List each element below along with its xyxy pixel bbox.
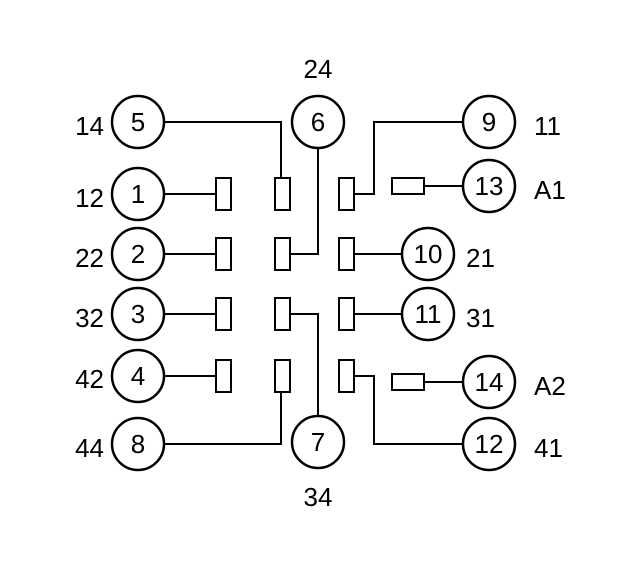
label-41: 41 [534,433,563,463]
terminal-number: 1 [131,179,145,209]
terminal-number: 8 [131,429,145,459]
terminal-1: 1 [110,166,166,222]
label-42: 42 [75,364,104,394]
terminal-9: 9 [461,94,517,150]
terminal-number: 3 [131,299,145,329]
terminal-12: 12 [461,416,517,472]
terminal-number: 9 [482,107,496,137]
terminal-3: 3 [110,286,166,342]
contact-c3-r3 [338,297,355,331]
contact-c1-r4 [215,359,232,393]
coil-a2 [391,373,425,391]
contact-c2-r4 [274,359,291,393]
terminal-11: 11 [400,286,456,342]
contact-c2-r3 [274,297,291,331]
label-44: 44 [75,433,104,463]
wire-8 [164,392,282,445]
terminal-number: 6 [311,107,325,137]
terminal-number: 12 [475,429,504,459]
terminal-7: 7 [290,414,346,470]
label-14: 14 [75,111,104,141]
label-24: 24 [304,54,333,84]
contact-c3-r2 [338,237,355,271]
wires [164,121,463,445]
terminal-number: 2 [131,239,145,269]
terminal-13: 13 [461,158,517,214]
coil-a1 [391,177,425,195]
contacts [215,177,425,393]
terminal-number: 11 [415,299,442,329]
label-34: 34 [304,482,333,512]
label-12: 12 [75,183,104,213]
contact-c2-r2 [274,237,291,271]
terminal-number: 4 [131,361,145,391]
contact-c1-r1 [215,177,232,211]
contact-c2-r1 [274,177,291,211]
contact-c1-r3 [215,297,232,331]
terminal-number: 10 [414,239,443,269]
label-21: 21 [466,243,495,273]
wire-7 [290,313,319,416]
contact-c3-r1 [338,177,355,211]
label-a2: A2 [534,371,566,401]
wire-5 [164,121,282,178]
terminal-number: 14 [475,367,504,397]
label-a1: A1 [534,175,566,205]
label-11: 11 [534,111,561,141]
terminal-number: 13 [475,171,504,201]
terminal-5: 5 [110,94,166,150]
terminal-10: 10 [400,226,456,282]
label-32: 32 [75,303,104,333]
terminals: 1 2 3 4 5 6 7 8 [110,94,517,472]
terminal-number: 5 [131,107,145,137]
contact-c3-r4 [338,359,355,393]
terminal-4: 4 [110,348,166,404]
contact-c1-r2 [215,237,232,271]
label-22: 22 [75,243,104,273]
label-31: 31 [466,303,495,333]
terminal-6: 6 [290,94,346,150]
wire-6 [290,148,319,255]
terminal-number: 7 [311,427,325,457]
wire-12 [354,375,463,445]
wire-9 [354,121,463,195]
terminal-14: 14 [461,354,517,410]
terminal-2: 2 [110,226,166,282]
terminal-8: 8 [110,416,166,472]
terminal-labels: 14 12 22 32 42 44 24 34 11 A1 21 31 A2 4… [75,54,566,512]
